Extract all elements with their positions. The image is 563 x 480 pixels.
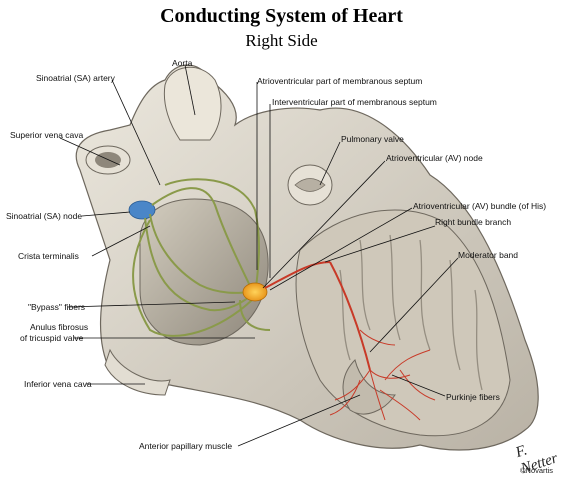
label-moderator-band: Moderator band: [458, 250, 519, 260]
label-sa-node: Sinoatrial (SA) node: [6, 211, 83, 221]
novartis-copyright: ©Novartis: [520, 466, 554, 475]
right-bundle-branch: [264, 261, 371, 371]
label-inferior-vena-cava: Inferior vena cava: [24, 379, 92, 389]
label-iv-membranous-septum: Interventricular part of membranous sept…: [272, 97, 437, 107]
sa-node: [128, 200, 156, 220]
label-av-node: Atrioventricular (AV) node: [386, 153, 483, 163]
purkinje-network: [329, 329, 436, 421]
leader-lines: [59, 64, 459, 447]
label-anulus-fibrosus: Anulus fibrosus: [30, 322, 89, 332]
inferior-vena-cava: [104, 348, 171, 396]
label-av-bundle: Atrioventricular (AV) bundle (of His): [413, 201, 547, 211]
label-pulmonary-valve: Pulmonary valve: [341, 134, 404, 144]
label-av-membranous-septum: Atrioventricular part of membranous sept…: [257, 76, 423, 86]
anterior-papillary-muscle: [342, 359, 396, 415]
label-crista-terminalis: Crista terminalis: [18, 251, 79, 261]
av-node: [242, 282, 268, 302]
label-anterior-papillary-muscle: Anterior papillary muscle: [139, 441, 233, 451]
label-aorta: Aorta: [172, 58, 193, 68]
diagram-subtitle: Right Side: [245, 31, 318, 50]
trabeculae: [339, 234, 483, 391]
label-purkinje-fibers: Purkinje fibers: [446, 392, 500, 402]
label-sa-artery: Sinoatrial (SA) artery: [36, 73, 115, 83]
label-bypass-fibers: "Bypass" fibers: [28, 302, 86, 312]
label-superior-vena-cava: Superior vena cava: [10, 130, 84, 140]
label-right-bundle-branch: Right bundle branch: [435, 217, 512, 227]
diagram-title: Conducting System of Heart: [160, 5, 403, 27]
label-tricuspid-valve: of tricuspid valve: [20, 333, 84, 343]
internodal-fibers: [132, 178, 271, 337]
